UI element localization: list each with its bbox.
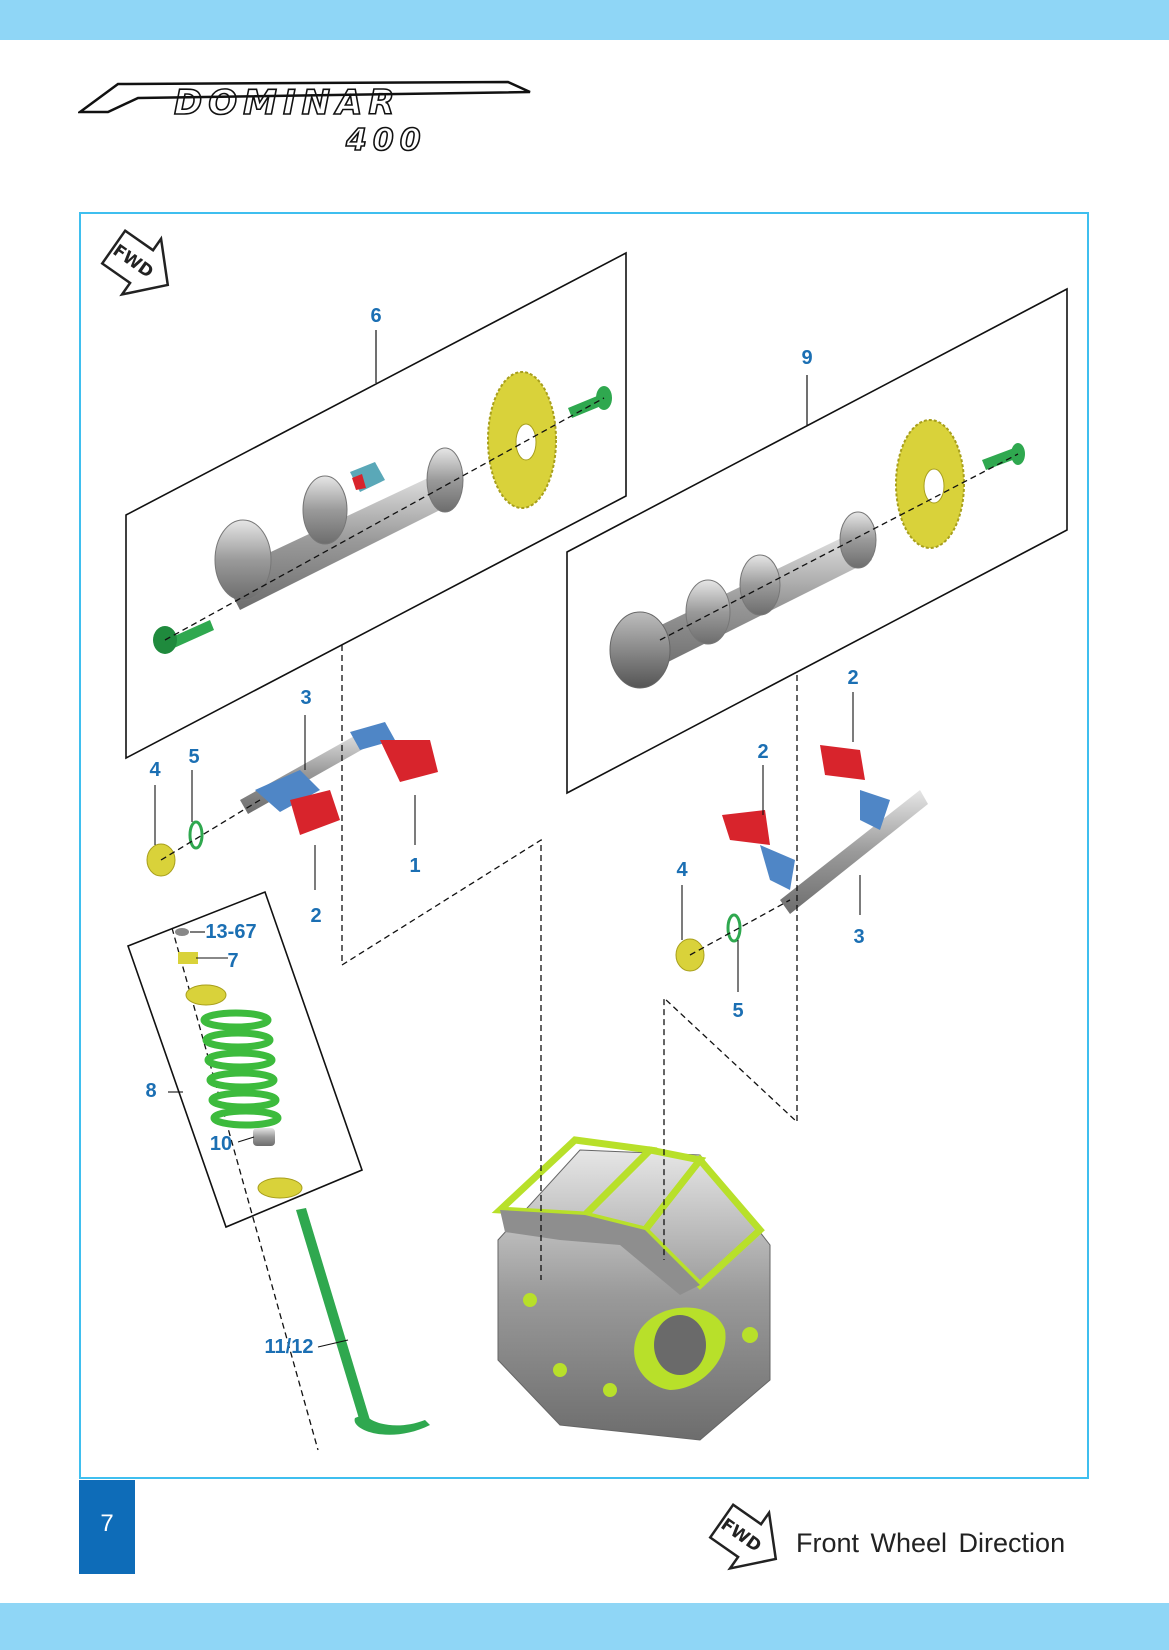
page-number: 7: [100, 1510, 114, 1537]
exhaust-camshaft: [609, 511, 877, 689]
logo-main-text: DOMINAR: [174, 83, 401, 123]
callout-10: 10: [209, 1133, 233, 1155]
dominar-logo: DOMINAR 400: [76, 70, 538, 165]
exhaust-rocker-assembly: [722, 745, 928, 914]
valve-cotter: [175, 928, 189, 936]
callout-6: 6: [370, 305, 382, 327]
logo-sub-text: 400: [345, 123, 427, 158]
valve-assembly-panel: [126, 890, 364, 1229]
intake-rocker-assembly: [240, 722, 438, 835]
callout-9: 9: [801, 347, 813, 369]
exhaust-sprocket-bolt: [982, 443, 1025, 470]
intake-cam-sprocket: [487, 371, 557, 509]
callout-4-right: 4: [676, 859, 688, 881]
diagram-frame: [79, 212, 1089, 1479]
intake-camshaft-panel: [125, 251, 627, 760]
intake-o-ring: [188, 820, 204, 850]
callout-3-right: 3: [853, 926, 865, 948]
valve-spring-retainer: [185, 984, 227, 1006]
fwd-arrow-icon: FWD: [100, 228, 170, 297]
engine-valve: [296, 1208, 430, 1435]
leader-lines: [154, 692, 861, 1348]
callout-7: 7: [227, 950, 239, 972]
exhaust-cam-sprocket: [895, 419, 965, 549]
callout-13-67: 13-67: [205, 921, 257, 943]
callout-2-left: 2: [310, 905, 322, 927]
callout-8: 8: [145, 1080, 157, 1102]
callout-3-left: 3: [300, 687, 312, 709]
exhaust-o-ring: [726, 913, 742, 943]
legend-text: Front Wheel Direction: [796, 1528, 1066, 1558]
bottom-band: [0, 1603, 1169, 1650]
valve-stem-seal: [253, 1128, 275, 1146]
callout-11-12: 11/12: [264, 1336, 314, 1358]
legend-fwd-arrow-icon: FWD: [708, 1502, 778, 1571]
exhaust-camshaft-panel: [566, 287, 1068, 795]
top-band: [0, 0, 1169, 40]
intake-camshaft: [214, 447, 464, 610]
valve-collet: [178, 952, 198, 964]
valve-spring: [200, 1009, 282, 1129]
intake-cam-bolt: [153, 620, 214, 654]
valve-spring-seat: [257, 1177, 303, 1199]
cylinder-head: [491, 1136, 771, 1441]
intake-sprocket-bolt: [568, 386, 612, 418]
callout-1: 1: [409, 855, 421, 877]
page-number-box: 7: [79, 1480, 135, 1574]
callout-2-right-top: 2: [847, 667, 859, 689]
callout-4-left: 4: [149, 759, 161, 781]
callout-5-right: 5: [732, 1000, 744, 1022]
callout-5-left: 5: [188, 746, 200, 768]
callout-2-right: 2: [757, 741, 769, 763]
